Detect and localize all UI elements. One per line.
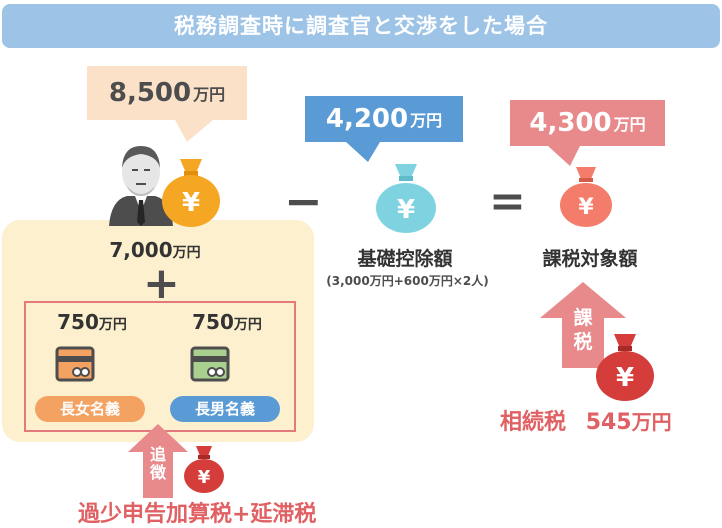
plus-sign: + — [143, 258, 180, 309]
inheritance-tax-unit: 万円 — [631, 410, 672, 434]
yen-symbol: ¥ — [182, 188, 200, 218]
bankbook-icon — [190, 346, 230, 382]
yen-symbol: ¥ — [198, 467, 211, 488]
eldest-daughter-label: 長女名義 — [35, 396, 145, 422]
money-bag-icon: ¥ — [376, 164, 436, 233]
money-bag-icon: ¥ — [162, 159, 220, 227]
money-bag-icon: ¥ — [596, 334, 654, 401]
minus-sign: − — [284, 174, 323, 228]
yen-symbol: ¥ — [578, 195, 594, 220]
inheritance-tax-label: 相続税 — [500, 410, 567, 435]
yen-symbol: ¥ — [397, 195, 415, 225]
equals-sign: = — [489, 176, 526, 227]
up-arrow-icon — [128, 424, 188, 498]
penalty-text: 過少申告加算税+延滞税 — [78, 502, 317, 527]
inheritance-tax-result: 相続税 545万円 — [500, 404, 672, 436]
money-bag-icon: ¥ — [184, 446, 224, 493]
eldest-son-amount: 750万円 — [192, 310, 262, 334]
up-arrow-icon — [540, 282, 626, 368]
taxation-text: 課税 — [573, 307, 593, 353]
yen-symbol: ¥ — [616, 363, 634, 393]
inherited-amount: 7,000万円 — [109, 238, 201, 262]
inheritance-tax-amount: 545 — [585, 410, 632, 435]
money-bag-icon: ¥ — [560, 167, 612, 227]
deduction-label: 基礎控除額 — [357, 248, 453, 270]
estate-amount-number: 8,500 — [108, 78, 192, 108]
eldest-son-label: 長男名義 — [170, 396, 280, 422]
estate-amount-unit: 万円 — [193, 85, 226, 104]
title-banner: 税務調査時に調査官と交渉をした場合 — [2, 4, 720, 48]
person-icon — [109, 146, 173, 226]
additional-collection-text: 追徴 — [149, 445, 166, 482]
deduction-formula: (3,000万円+600万円×2人) — [326, 274, 489, 288]
bankbook-icon — [55, 346, 95, 382]
taxable-label: 課税対象額 — [542, 248, 638, 270]
eldest-daughter-amount: 750万円 — [57, 310, 127, 334]
